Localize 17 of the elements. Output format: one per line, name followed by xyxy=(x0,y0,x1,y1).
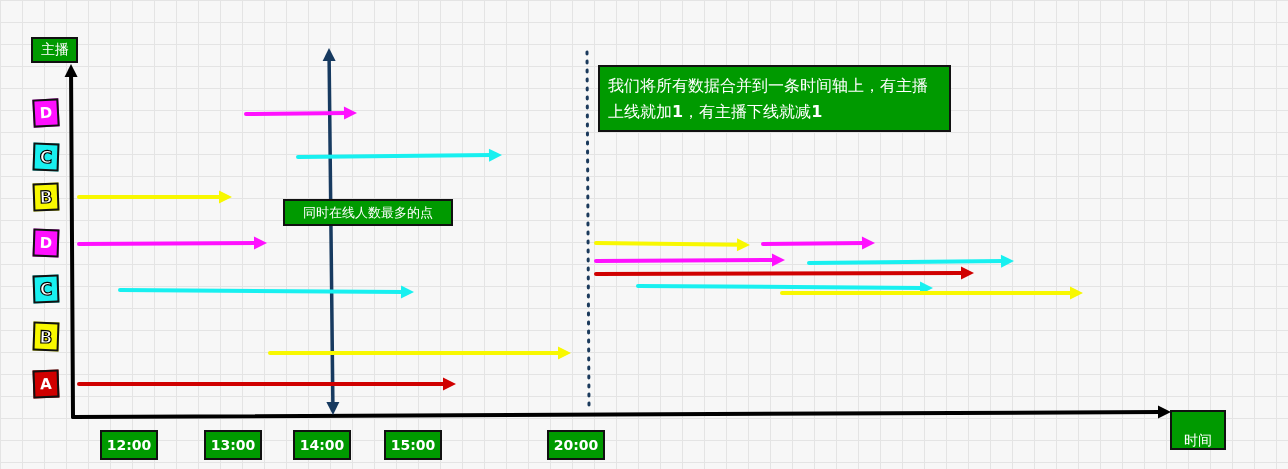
x-axis xyxy=(71,405,1171,419)
time-label: 12:00 xyxy=(100,430,158,460)
letter-badge: D xyxy=(32,228,60,258)
axis-label-box: 主播 xyxy=(31,37,78,63)
letter-badge: C xyxy=(32,274,60,304)
note-box: 我们将所有数据合并到一条时间轴上，有主播上线就加1，有主播下线就减1 xyxy=(598,65,951,132)
time-label: 14:00 xyxy=(293,430,351,460)
letter-badge: D xyxy=(32,98,60,128)
callout-box: 同时在线人数最多的点 xyxy=(283,199,453,226)
axis-label-box: 时间 xyxy=(1170,410,1226,450)
letter-badge: A xyxy=(32,369,60,399)
time-label: 13:00 xyxy=(204,430,262,460)
letter-badge: C xyxy=(32,142,60,172)
letter-badge: B xyxy=(32,321,60,352)
time-label: 15:00 xyxy=(384,430,442,460)
letter-badge: B xyxy=(32,182,60,212)
time-label: 20:00 xyxy=(547,430,605,460)
